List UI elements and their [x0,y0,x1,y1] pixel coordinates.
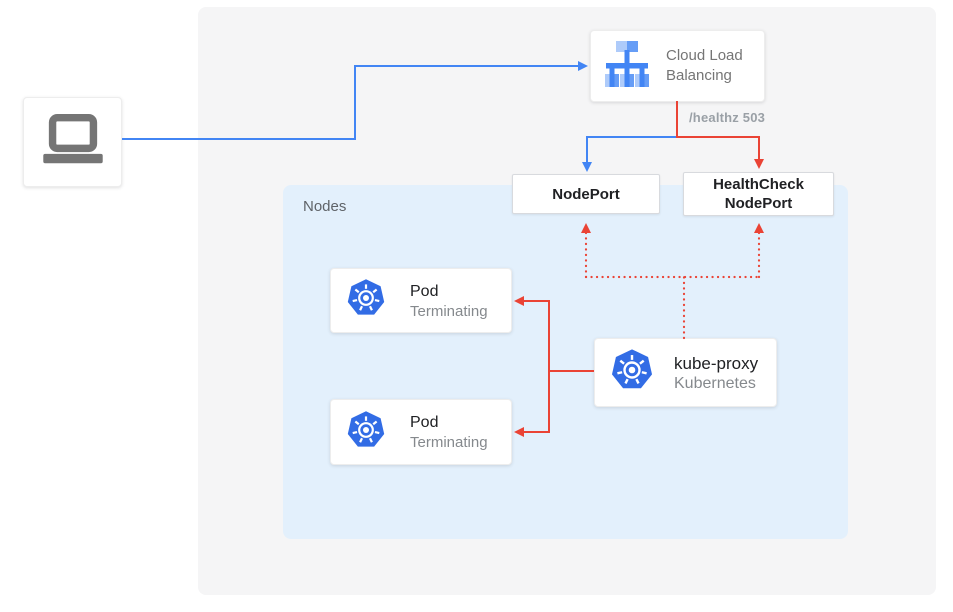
healthz-status-label: /healthz 503 [689,110,766,125]
pod-status: Terminating [410,302,488,320]
client-card [23,97,122,187]
nodes-group-label: Nodes [303,198,347,215]
laptop-icon [40,113,106,171]
kubernetes-icon [346,410,386,455]
pod-card: Pod Terminating [330,268,512,333]
kubernetes-icon [610,348,654,397]
kubernetes-icon [346,278,386,323]
kube-proxy-subtitle: Kubernetes [674,374,756,392]
pod-title: Pod [410,414,439,431]
cloud-load-balancing-icon [603,40,651,92]
nodeport-box: NodePort [512,174,660,214]
pod-title: Pod [410,282,439,300]
healthcheck-nodeport-box: HealthCheck NodePort [683,172,834,216]
kube-proxy-card: kube-proxy Kubernetes [594,338,777,407]
cloud-load-balancing-card: Cloud Load Balancing [590,30,765,102]
pod-card: Pod Terminating [330,399,512,465]
kube-proxy-title: kube-proxy [674,353,759,373]
cloud-load-balancing-label: Cloud Load Balancing [666,47,743,84]
pod-status: Terminating [410,434,488,451]
